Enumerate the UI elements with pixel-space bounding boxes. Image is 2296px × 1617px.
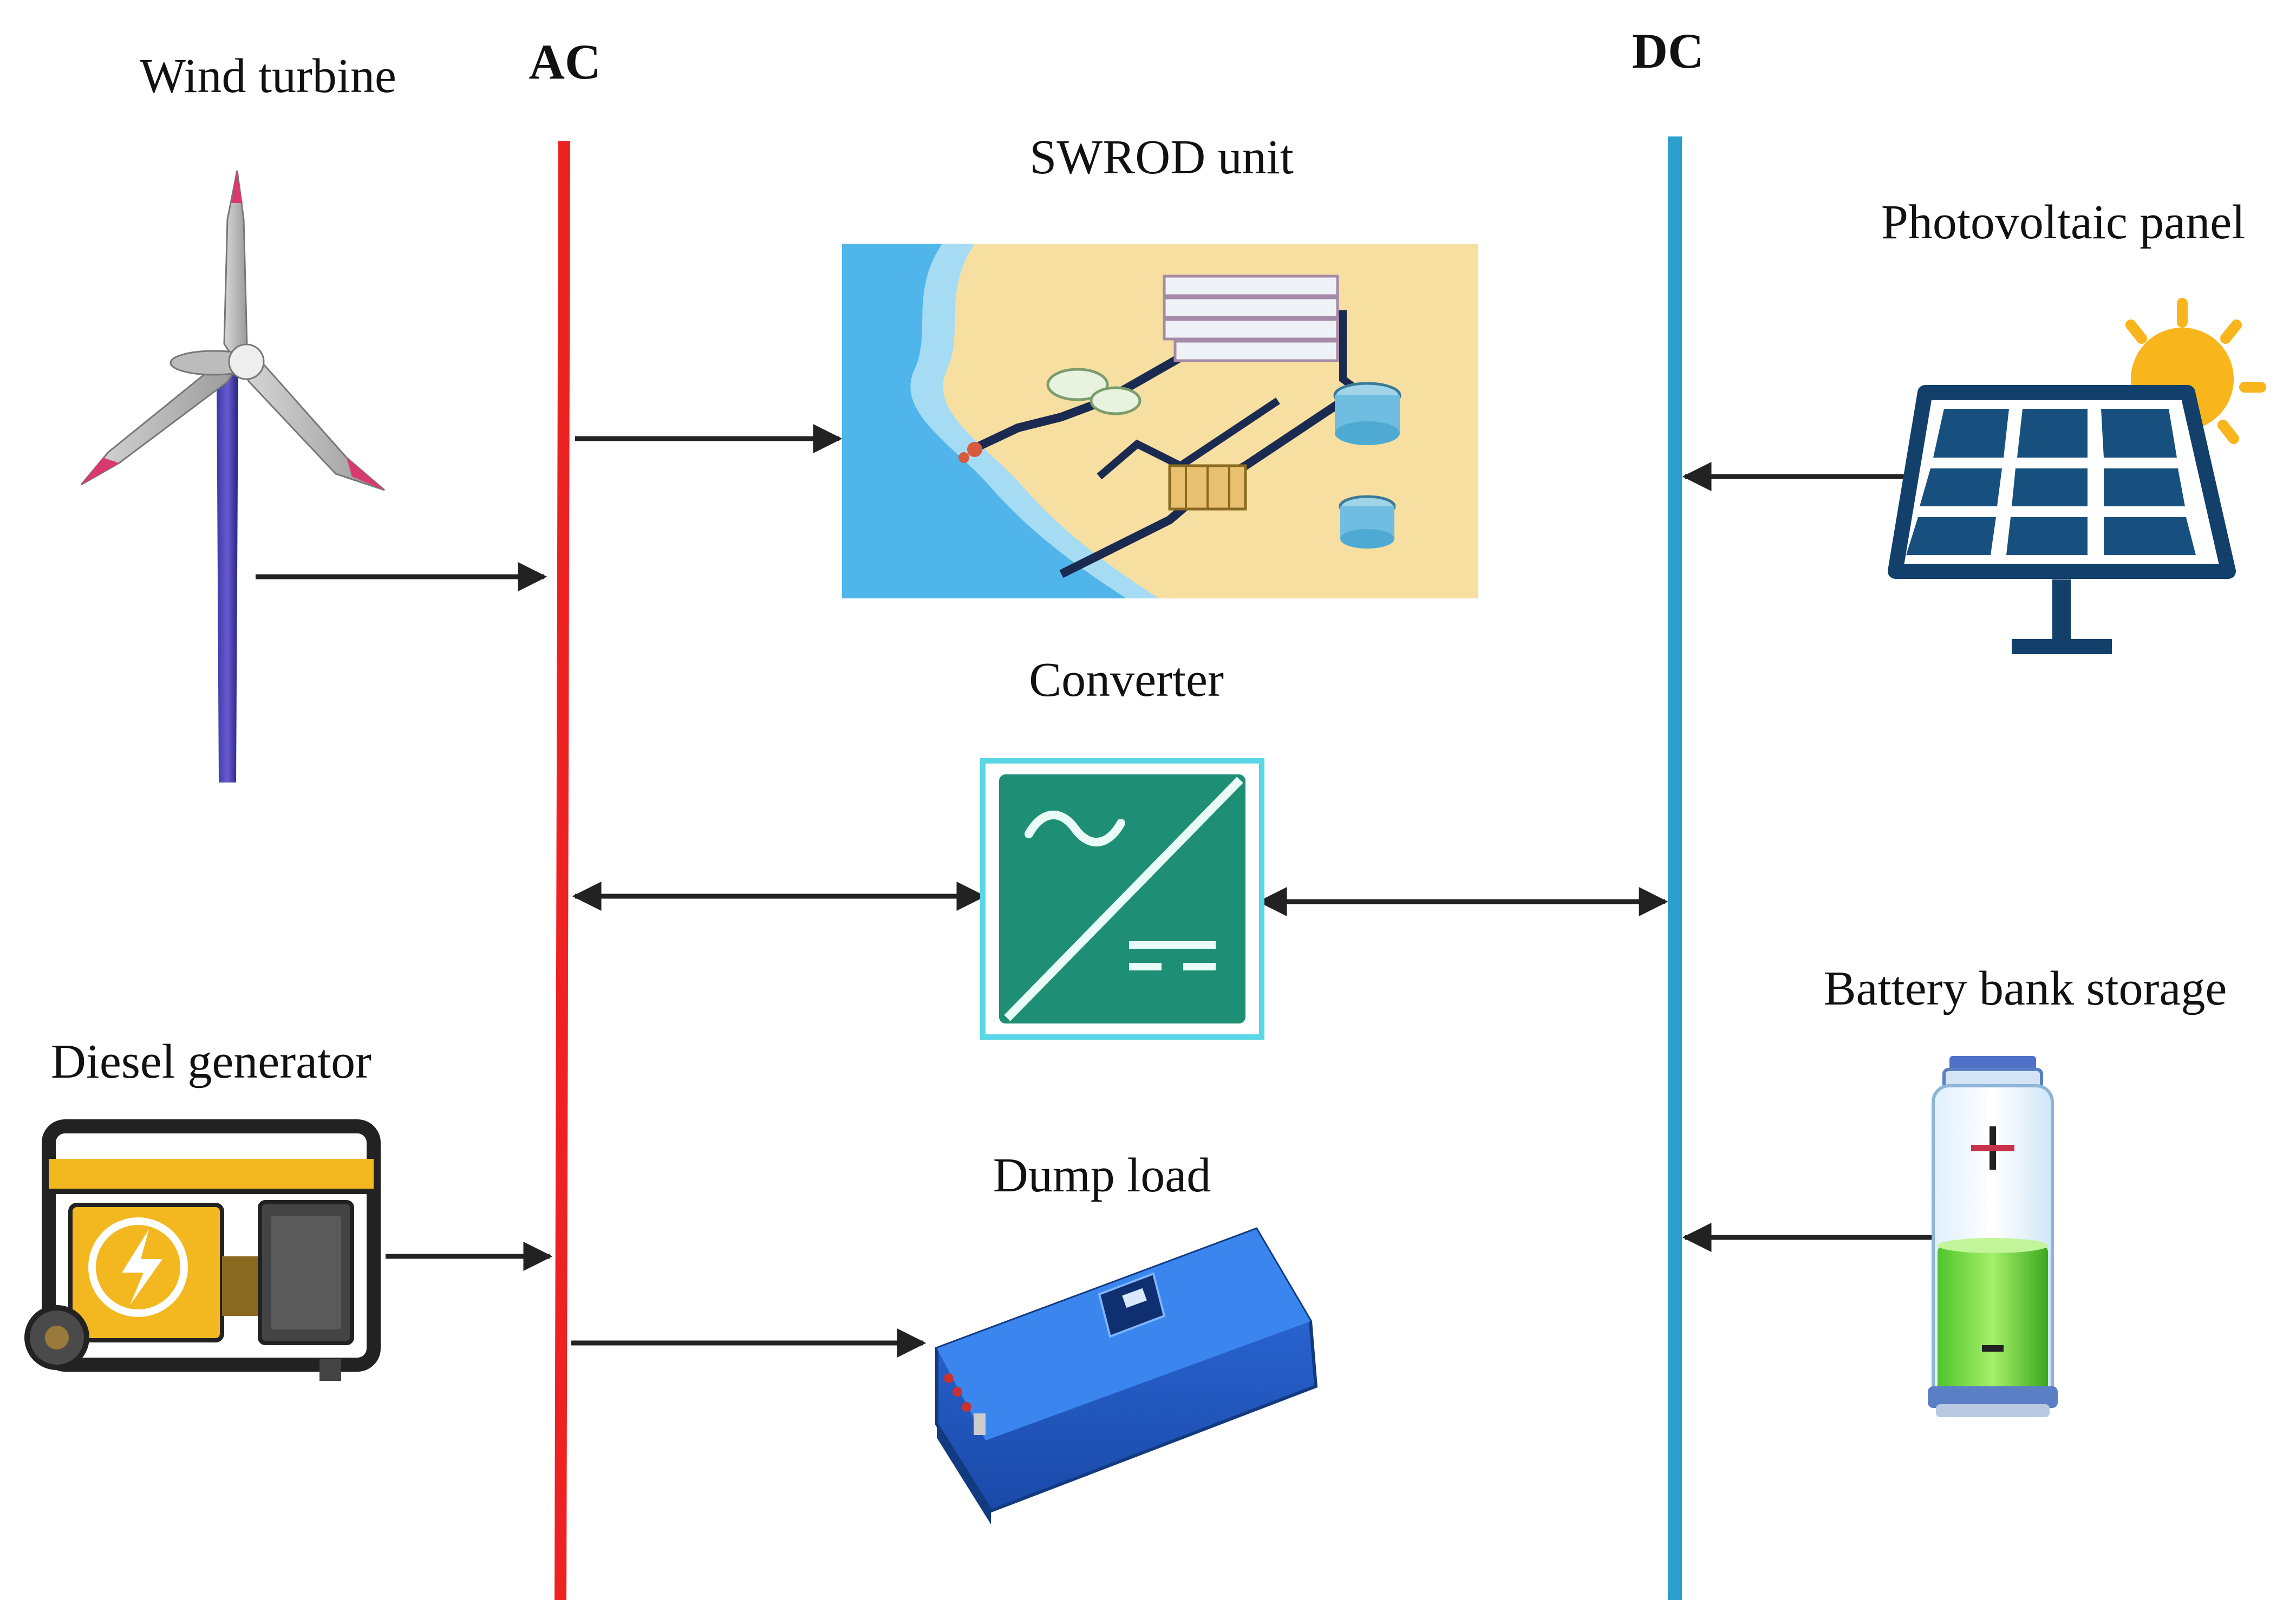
ac-bus-line [555,140,570,1601]
wind-turbine-label: Wind turbine [140,49,396,103]
solar-panel-icon [1888,298,2266,654]
photovoltaic-panel-label: Photovoltaic panel [1881,195,2245,249]
wind-turbine-icon [80,170,385,783]
dump-load-label: Dump load [993,1149,1211,1202]
ac-wave-icon [1025,811,1125,846]
ac-dc-converter-icon [980,758,1264,1040]
battery-bank-storage-label: Battery bank storage [1824,962,2227,1015]
diesel-generator-label: Diesel generator [51,1035,371,1088]
generator-icon [24,1119,381,1381]
desalination-plant-icon [842,244,1478,598]
battery-icon [1928,1056,2058,1417]
dc-symbol-icon [1129,941,1216,970]
dump-load-icon [935,1227,1318,1524]
plus-sign-icon [1971,1126,2014,1170]
dc-bus-label: DC [1632,23,1704,79]
converter-label: Converter [1029,653,1224,707]
swrod-unit-label: SWROD unit [1029,131,1294,184]
lightning-bolt-icon [122,1229,162,1305]
ac-bus-label: AC [529,34,601,89]
